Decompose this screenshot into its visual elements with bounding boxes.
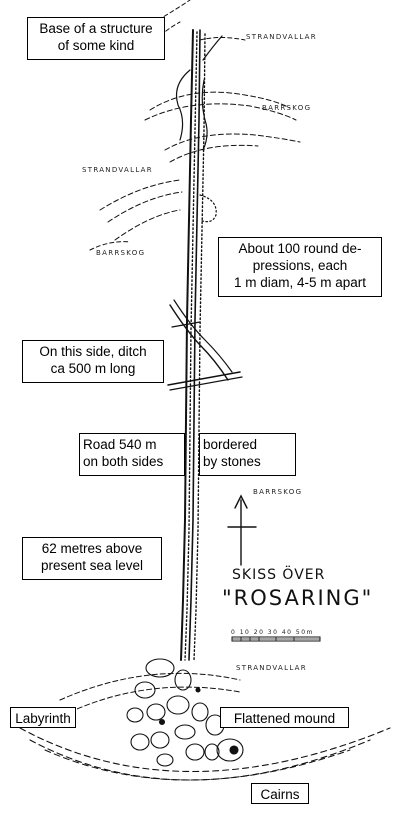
word-strandvallar-top: STRANDVALLAR	[246, 33, 317, 41]
label-elevation: 62 metres above present sea level	[22, 537, 162, 580]
dotted-loop	[199, 194, 217, 223]
crossing-road-1b	[173, 299, 233, 373]
word-barrskog-1: BARRSKOG	[262, 104, 312, 112]
scale-ticks: 0 10 20 30 40 50m	[231, 629, 314, 636]
label-depressions: About 100 round de- pressions, each 1 m …	[218, 237, 382, 297]
crossing-road-2	[167, 371, 241, 386]
map-title-line1: SKISS ÖVER	[232, 567, 326, 583]
label-flattened-mound: Flattened mound	[220, 707, 349, 728]
label-labyrinth: Labyrinth	[10, 707, 76, 728]
label-cairns: Cairns	[251, 783, 309, 804]
word-barrskog-left: BARRSKOG	[96, 249, 146, 257]
side-track-left	[175, 69, 191, 141]
side-path-upper	[201, 35, 223, 151]
road-left-border	[180, 29, 194, 661]
map-title-line2: "ROSARING"	[222, 586, 374, 610]
label-road-right: bordered by stones	[199, 433, 296, 476]
label-base-structure: Base of a structure of some kind	[27, 17, 165, 60]
word-strandvallar-left: STRANDVALLAR	[82, 166, 153, 174]
label-road-left: Road 540 m on both sides	[79, 433, 185, 476]
label-ditch: On this side, ditch ca 500 m long	[22, 340, 164, 383]
cairn-cluster	[126, 658, 244, 767]
word-strandvallar-bottom: STRANDVALLAR	[236, 664, 307, 672]
north-arrow-head	[234, 494, 248, 509]
crossing-road-1	[169, 304, 229, 381]
crossing-road-2b	[169, 376, 243, 391]
road-right-border	[188, 29, 201, 661]
road-left-dots	[184, 31, 198, 661]
crossing-road-3	[171, 321, 201, 328]
word-barrskog-right: BARRSKOG	[253, 488, 303, 496]
